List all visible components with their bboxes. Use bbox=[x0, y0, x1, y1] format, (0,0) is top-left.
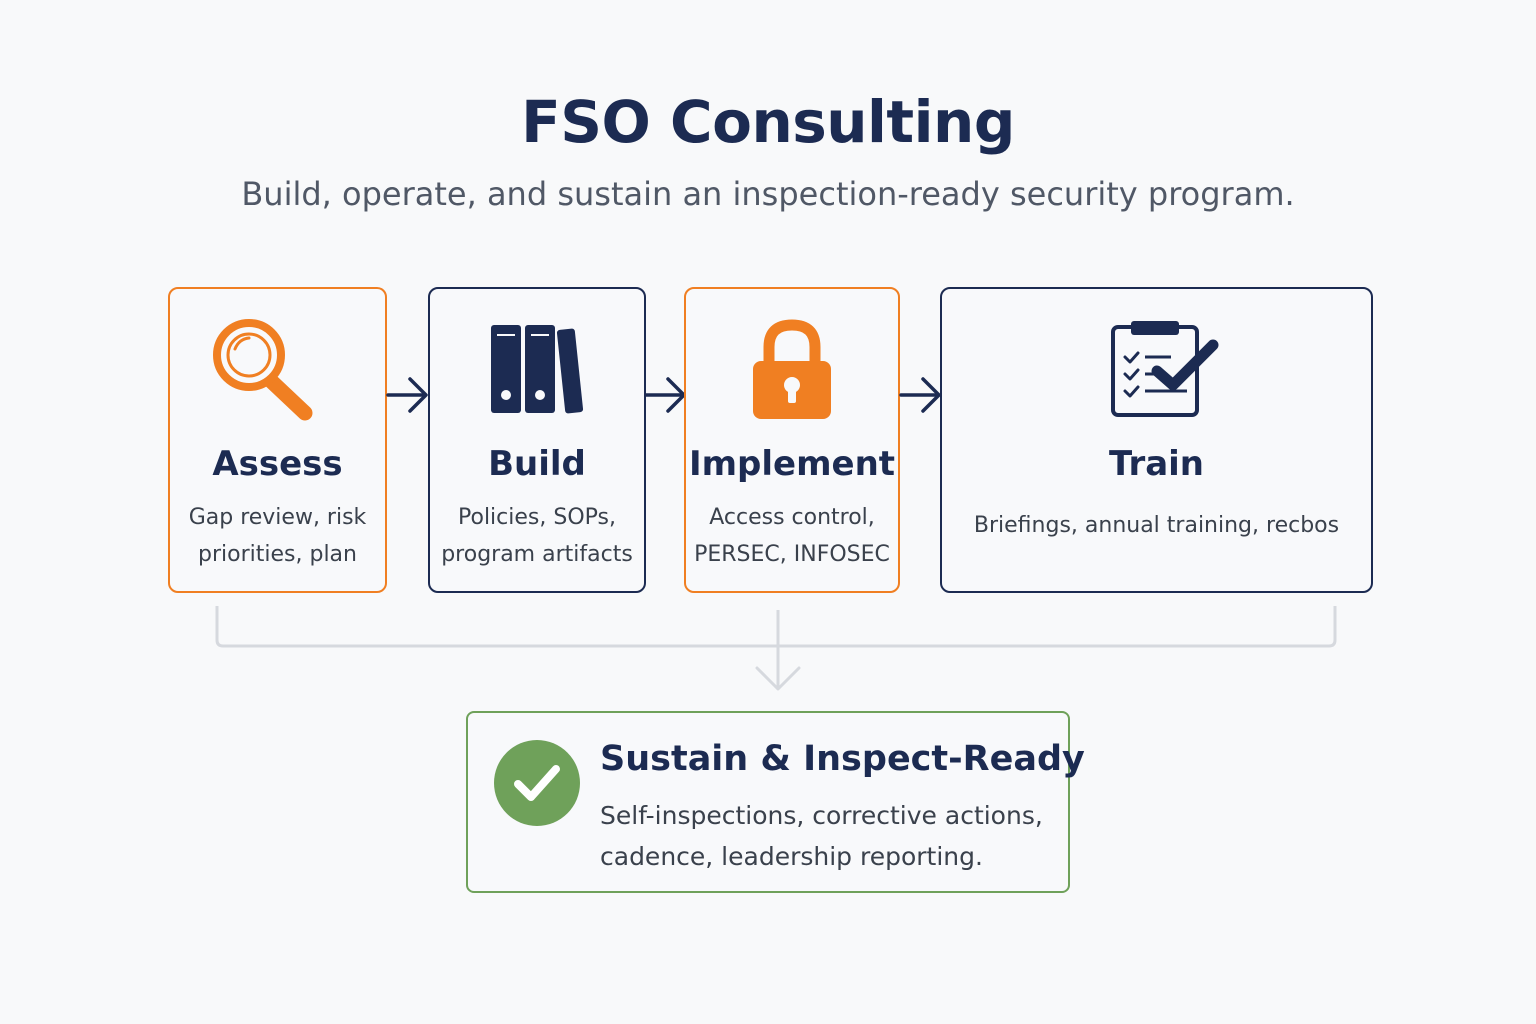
step-desc-line: Access control, bbox=[709, 505, 875, 530]
arrow-right-icon bbox=[899, 377, 941, 413]
step-title: Assess bbox=[212, 444, 343, 484]
step-desc-line: PERSEC, INFOSEC bbox=[694, 542, 890, 567]
step-description: Briefings, annual training, recbos bbox=[950, 507, 1363, 544]
arrow-right-icon bbox=[644, 377, 686, 413]
step-desc-line: program artifacts bbox=[441, 542, 633, 567]
check-circle-icon bbox=[493, 739, 581, 832]
sustain-description: Self-inspections, corrective actions, ca… bbox=[600, 795, 1060, 877]
step-desc-line: Briefings, annual training, recbos bbox=[973, 513, 1340, 538]
step-card-build: Build Policies, SOPs, program artifacts bbox=[428, 287, 646, 593]
step-card-implement: Implement Access control, PERSEC, INFOSE… bbox=[684, 287, 900, 593]
binders-icon bbox=[487, 323, 587, 420]
padlock-icon bbox=[749, 317, 835, 426]
sustain-card: Sustain & Inspect-Ready Self-inspections… bbox=[466, 711, 1085, 893]
sustain-desc-line: Self-inspections, corrective actions, bbox=[600, 801, 1043, 830]
step-desc-line: Gap review, risk bbox=[188, 505, 367, 530]
step-desc-line: Policies, SOPs, bbox=[458, 505, 616, 530]
checklist-icon bbox=[1107, 319, 1219, 424]
step-description: Gap review, risk priorities, plan bbox=[178, 499, 377, 573]
page-subtitle: Build, operate, and sustain an inspectio… bbox=[241, 175, 1295, 213]
arrow-right-icon bbox=[386, 377, 428, 413]
step-card-assess: Assess Gap review, risk priorities, plan bbox=[168, 287, 387, 593]
step-title: Implement bbox=[688, 444, 896, 484]
step-description: Access control, PERSEC, INFOSEC bbox=[694, 499, 890, 573]
step-description: Policies, SOPs, program artifacts bbox=[438, 499, 636, 573]
step-title: Build bbox=[488, 444, 586, 484]
page-title: FSO Consulting bbox=[521, 88, 1015, 156]
magnifier-icon bbox=[209, 317, 319, 432]
sustain-desc-line: cadence, leadership reporting. bbox=[600, 842, 983, 871]
step-card-train: Train Briefings, annual training, recbos bbox=[940, 287, 1373, 593]
step-desc-line: priorities, plan bbox=[198, 542, 357, 567]
sustain-title: Sustain & Inspect-Ready bbox=[600, 739, 1085, 779]
step-title: Train bbox=[1108, 444, 1205, 484]
